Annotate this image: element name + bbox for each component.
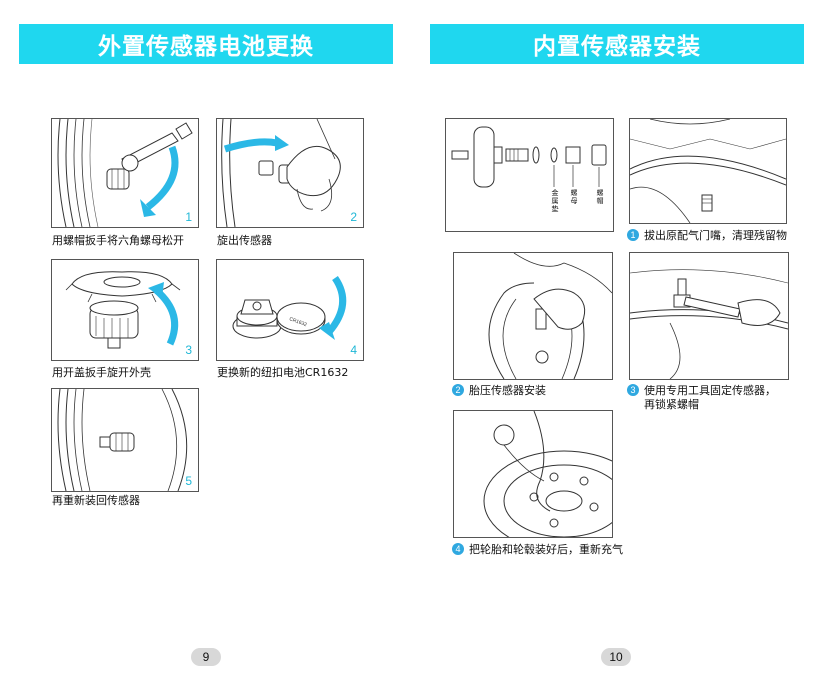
inner-step-1-illustration: [629, 118, 787, 224]
sensor-parts-exploded-drawing: [451, 126, 607, 188]
svg-text:CR1632: CR1632: [288, 316, 307, 328]
left-title-text: 外置传感器电池更换: [98, 34, 314, 60]
step-1-caption: 用螺帽扳手将六角螺母松开: [52, 234, 184, 247]
right-title-text: 内置传感器安装: [533, 34, 701, 60]
reinstall-sensor-drawing: [57, 389, 188, 491]
inner-step-3-badge: 3: [627, 384, 639, 396]
step-1-illustration: 1: [51, 118, 199, 228]
inner-step-1-text: 拔出原配气门嘴，清理残留物: [644, 229, 787, 242]
inner-step-3-text-line2: 再锁紧螺帽: [644, 398, 699, 411]
tighten-sensor-with-tool-drawing: [630, 269, 788, 379]
step-3-illustration: 3: [51, 259, 199, 361]
step-4-number: 4: [350, 343, 357, 357]
unscrewing-sensor-drawing: [221, 119, 341, 227]
inner-step-3-illustration: [629, 252, 789, 380]
step-4-illustration: CR1632 4: [216, 259, 364, 361]
inner-step-3-text-line1: 使用专用工具固定传感器，: [644, 384, 776, 397]
step-3-number: 3: [185, 343, 192, 357]
step-4-caption: 更换新的纽扣电池CR1632: [217, 366, 349, 379]
left-page-number: 9: [191, 648, 221, 666]
step-2-number: 2: [350, 210, 357, 224]
cap-wrench-opening-shell-drawing: [65, 271, 181, 349]
step-5-number: 5: [185, 474, 192, 488]
inner-step-3-caption: 3 使用专用工具固定传感器， 再锁紧螺帽: [627, 384, 776, 412]
inner-step-4-caption: 4 把轮胎和轮毂装好后，重新充气: [452, 543, 623, 557]
step-3-caption: 用开盖扳手旋开外壳: [52, 366, 151, 379]
replace-coin-battery-drawing: CR1632: [232, 276, 347, 340]
inner-step-2-badge: 2: [452, 384, 464, 396]
right-page-number: 10: [601, 648, 631, 666]
part-label-metal-washer: 金属垫: [551, 189, 559, 213]
wrench-loosening-nut-drawing: [57, 119, 193, 227]
step-5-caption: 再重新装回传感器: [52, 494, 140, 507]
part-label-nut: 螺母: [570, 189, 578, 205]
right-page-title: 内置传感器安装: [430, 24, 804, 64]
parts-diagram: 金属垫 螺母 螺帽: [445, 118, 614, 232]
inner-step-2-caption: 2 胎压传感器安装: [452, 384, 546, 398]
inner-step-4-badge: 4: [452, 543, 464, 555]
inner-step-1-caption: 1 拔出原配气门嘴，清理残留物: [627, 229, 787, 243]
step-1-number: 1: [185, 210, 192, 224]
step-2-caption: 旋出传感器: [217, 234, 272, 247]
step-2-illustration: 2: [216, 118, 364, 228]
remove-original-valve-drawing: [630, 119, 786, 223]
inner-step-2-illustration: [453, 252, 613, 380]
step-5-illustration: 5: [51, 388, 199, 492]
inner-step-2-text: 胎压传感器安装: [469, 384, 546, 397]
left-page-title: 外置传感器电池更换: [19, 24, 393, 64]
part-label-cap-nut: 螺帽: [596, 189, 604, 205]
install-tpms-sensor-drawing: [488, 253, 612, 379]
reinflate-tire-drawing: [483, 411, 612, 537]
inner-step-4-illustration: [453, 410, 613, 538]
inner-step-1-badge: 1: [627, 229, 639, 241]
inner-step-4-text: 把轮胎和轮毂装好后，重新充气: [469, 543, 623, 556]
